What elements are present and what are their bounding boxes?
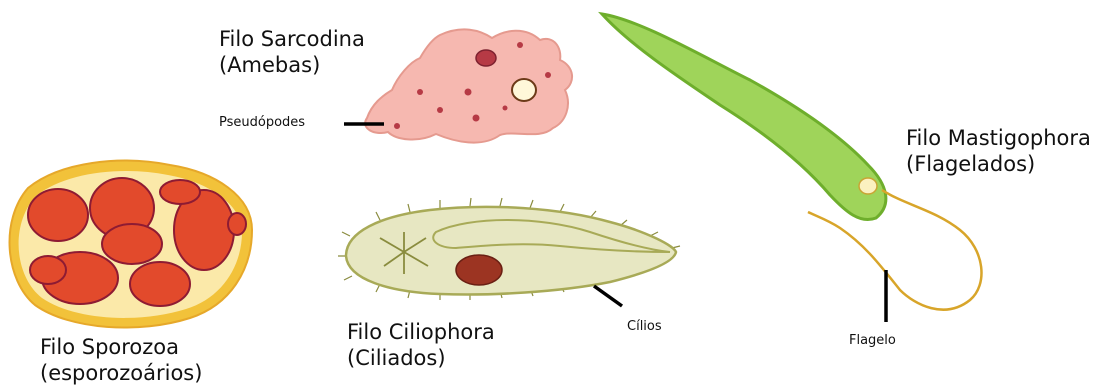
- sporozoa-label: Filo Sporozoa (esporozoários): [40, 335, 202, 386]
- mastigophora-label: Filo Mastigophora (Flagelados): [906, 126, 1091, 177]
- amoeba-vacuole: [512, 79, 536, 101]
- amoeba-nucleus: [476, 50, 496, 66]
- flagellum: [808, 190, 981, 310]
- mastigophora-subtitle: (Flagelados): [906, 152, 1091, 178]
- sarcodina-subtitle: (Amebas): [219, 53, 365, 79]
- flagelo-label: Flagelo: [849, 333, 896, 349]
- ciliophora-subtitle: (Ciliados): [347, 346, 495, 372]
- cilios-pointer: [594, 286, 622, 306]
- sporozoa-subtitle: (esporozoários): [40, 361, 202, 387]
- sporozoa-illustration: [10, 161, 252, 328]
- flagellate-eyespot: [859, 178, 877, 194]
- cilios-label: Cílios: [627, 319, 662, 335]
- pseudopodes-label: Pseudópodes: [219, 115, 305, 131]
- ciliate-illustration: [338, 198, 680, 300]
- sporozoa-title: Filo Sporozoa: [40, 335, 202, 361]
- sarcodina-label: Filo Sarcodina (Amebas): [219, 27, 365, 78]
- ciliophora-title: Filo Ciliophora: [347, 320, 495, 346]
- amoeba-illustration: [365, 29, 572, 142]
- ciliate-nucleus: [456, 255, 502, 285]
- mastigophora-title: Filo Mastigophora: [906, 126, 1091, 152]
- sarcodina-title: Filo Sarcodina: [219, 27, 365, 53]
- ciliophora-label: Filo Ciliophora (Ciliados): [347, 320, 495, 371]
